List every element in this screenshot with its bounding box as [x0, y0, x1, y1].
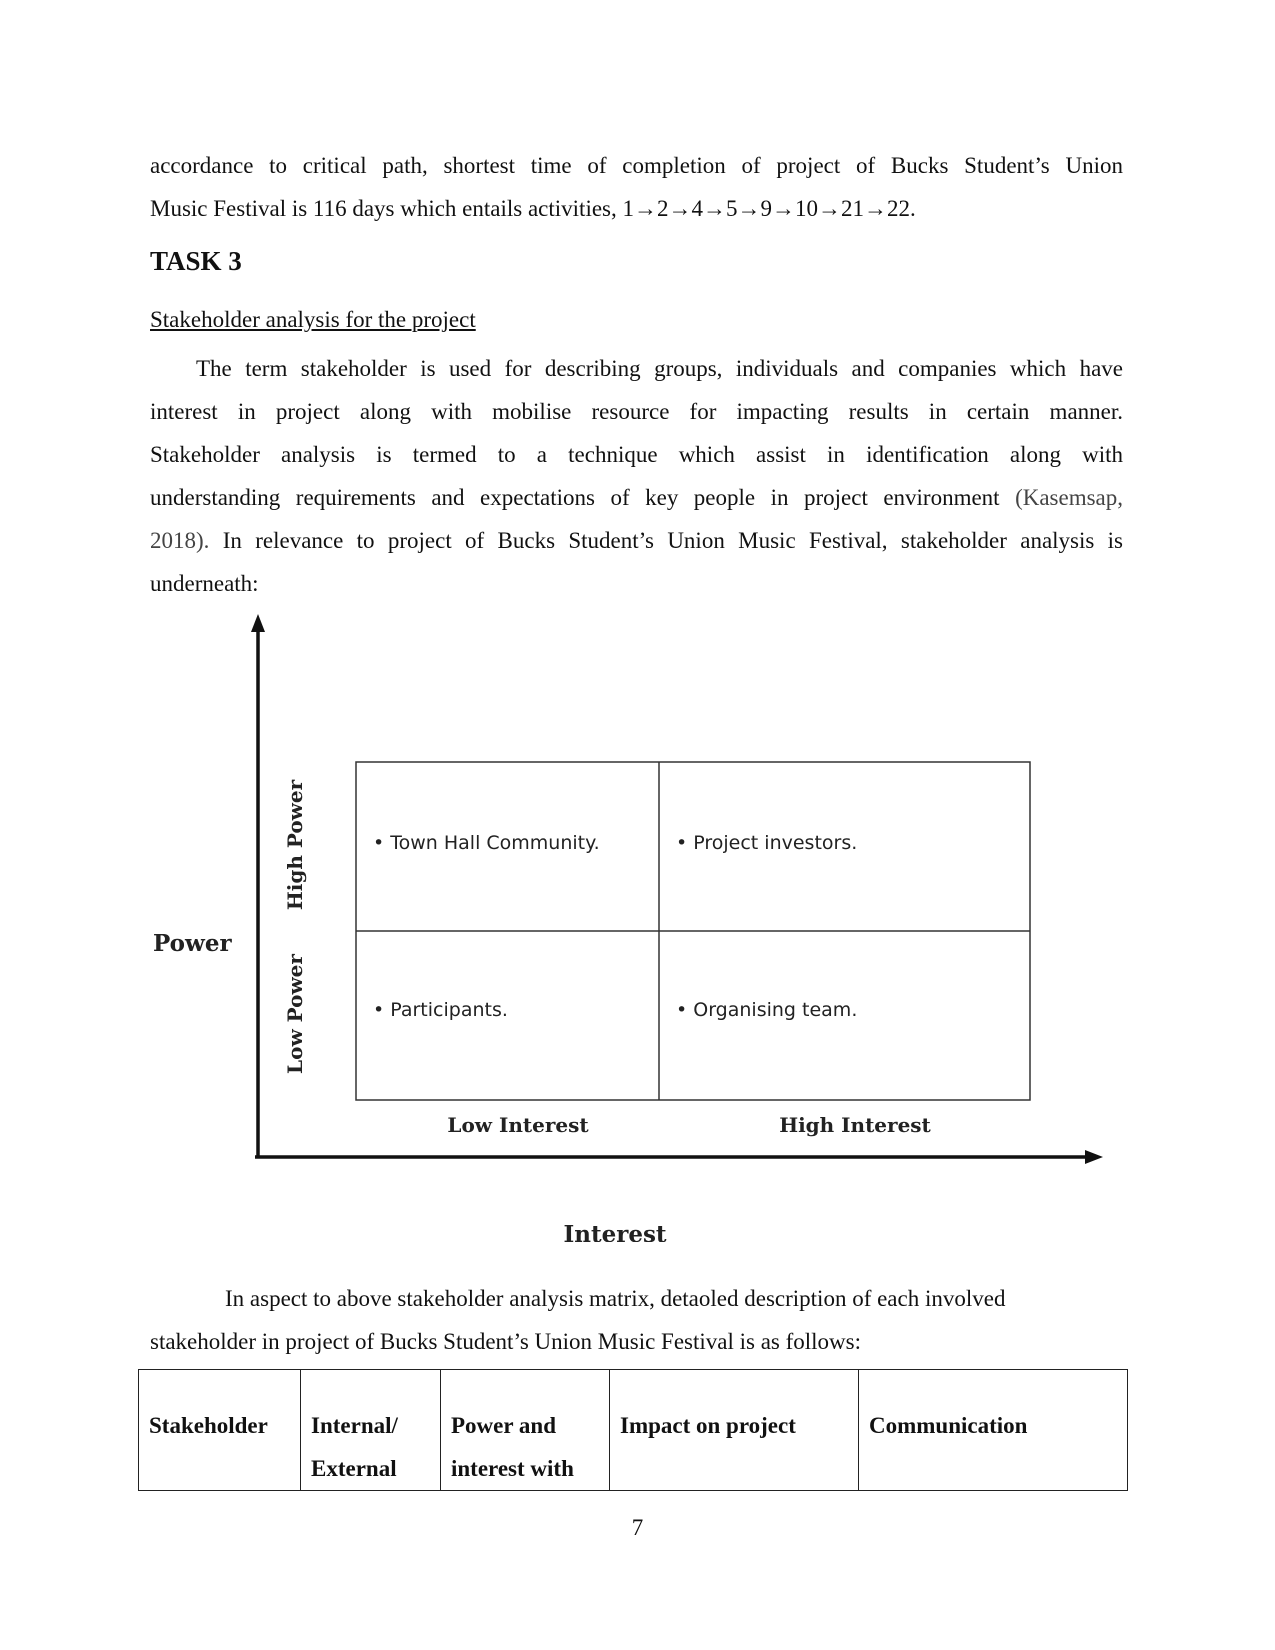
- citation: (Kasemsap,: [1015, 485, 1123, 510]
- paragraph-line: The term stakeholder is used for describ…: [196, 356, 1123, 381]
- header-stakeholder: Stakeholder: [138, 1369, 301, 1491]
- y-axis-arrowhead: [251, 614, 265, 632]
- citation-year: 2018).: [150, 528, 210, 553]
- high-interest-label: High Interest: [779, 1113, 931, 1137]
- header-power-interest: Power and interest with: [440, 1369, 610, 1491]
- stakeholder-table: Stakeholder Internal/External Power and i…: [138, 1369, 1128, 1491]
- matrix-description-paragraph: In aspect to above stakeholder analysis …: [150, 1277, 1123, 1363]
- header-impact: Impact on project: [609, 1369, 859, 1491]
- header-communication: Communication: [858, 1369, 1128, 1491]
- header-text: External: [311, 1456, 397, 1481]
- header-text: interest with: [451, 1456, 574, 1481]
- cell-low-power-low-interest: • Participants.: [373, 999, 508, 1021]
- page-number: 7: [631, 1515, 644, 1540]
- cell-high-power-high-interest: • Project investors.: [676, 832, 857, 854]
- header-text: Power and: [451, 1413, 556, 1438]
- power-axis-title: Power: [153, 930, 232, 957]
- header-internal-external: Internal/External: [300, 1369, 441, 1491]
- cell-high-power-low-interest: • Town Hall Community.: [373, 832, 600, 854]
- paragraph-line: accordance to critical path, shortest ti…: [150, 153, 1123, 178]
- task-heading: TASK 3: [150, 246, 242, 276]
- header-text: Stakeholder: [149, 1413, 268, 1438]
- paragraph-line: Music Festival is 116 days which entails…: [150, 196, 916, 221]
- low-power-label: Low Power: [283, 954, 307, 1074]
- line-text: understanding requirements and expectati…: [150, 485, 1016, 510]
- paragraph-line: interest in project along with mobilise …: [150, 399, 1123, 424]
- critical-path-paragraph: accordance to critical path, shortest ti…: [150, 144, 1123, 230]
- x-axis-arrowhead: [1085, 1150, 1103, 1164]
- high-power-label: High Power: [283, 779, 307, 910]
- header-text: Impact on project: [620, 1413, 796, 1438]
- header-text: Communication: [869, 1413, 1028, 1438]
- low-interest-label: Low Interest: [447, 1113, 589, 1137]
- paragraph-line: understanding requirements and expectati…: [150, 476, 1123, 519]
- stakeholder-intro-paragraph: The term stakeholder is used for describ…: [150, 347, 1123, 605]
- power-interest-matrix: • Town Hall Community. • Project investo…: [153, 614, 1103, 1242]
- cell-low-power-high-interest: • Organising team.: [676, 999, 857, 1021]
- paragraph-line: In aspect to above stakeholder analysis …: [225, 1286, 1006, 1311]
- line-text: In relevance to project of Bucks Student…: [209, 528, 1123, 553]
- table-header-row: Stakeholder Internal/External Power and i…: [138, 1369, 1128, 1491]
- section-subheading: Stakeholder analysis for the project: [150, 307, 476, 332]
- header-text: Internal/: [311, 1413, 398, 1438]
- paragraph-line: 2018). In relevance to project of Bucks …: [150, 519, 1123, 562]
- paragraph-line: underneath:: [150, 571, 259, 596]
- paragraph-line: Stakeholder analysis is termed to a tech…: [150, 442, 1123, 467]
- interest-axis-title: Interest: [563, 1221, 666, 1242]
- paragraph-line: stakeholder in project of Bucks Student’…: [150, 1329, 862, 1354]
